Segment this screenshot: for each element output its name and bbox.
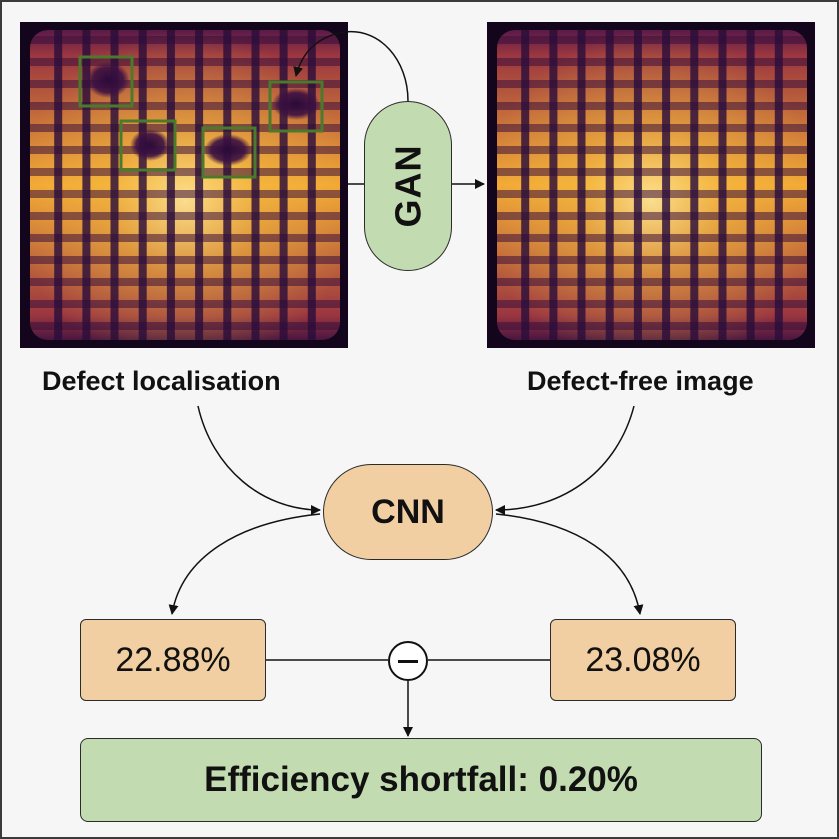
busbar-line <box>223 30 232 340</box>
caption-defect-free-image: Defect-free image <box>527 366 754 396</box>
connector-arrow <box>495 405 635 515</box>
busbar-line <box>166 30 175 340</box>
busbar-line <box>521 30 530 340</box>
cnn-node: CNN <box>323 464 493 560</box>
defect-box <box>201 126 257 179</box>
busbar-line <box>195 30 204 340</box>
connector-arrow <box>495 513 644 615</box>
defect-box <box>119 119 177 172</box>
minus-icon <box>388 641 428 681</box>
busbar-line <box>307 30 316 340</box>
caption-defect-localisation: Defect localisation <box>42 366 281 396</box>
connector-arrow <box>197 405 321 515</box>
busbar-line <box>549 30 558 340</box>
busbar-line <box>774 30 783 340</box>
efficiency-value-defect: 22.88% <box>80 619 266 701</box>
connector-arrow <box>168 513 321 615</box>
gan-label: GAN <box>387 144 428 228</box>
efficiency-shortfall-result: Efficiency shortfall: 0.20% <box>80 738 762 822</box>
busbar-line <box>746 30 755 340</box>
busbar-line <box>82 30 91 340</box>
busbar-line <box>690 30 699 340</box>
busbar-line <box>605 30 614 340</box>
defect-box <box>268 80 324 133</box>
defect-box <box>78 55 134 108</box>
busbar-line <box>633 30 642 340</box>
busbar-line <box>251 30 260 340</box>
busbar-line <box>718 30 727 340</box>
busbar-line <box>54 30 63 340</box>
defect-localisation-image <box>20 22 348 348</box>
feedback-arrow <box>293 31 409 102</box>
efficiency-value-defect-free: 23.08% <box>550 619 736 701</box>
defect-free-image <box>487 22 815 348</box>
busbar-line <box>110 30 119 340</box>
gan-node: GAN <box>364 101 452 271</box>
busbar-line <box>138 30 147 340</box>
busbar-line <box>662 30 671 340</box>
busbar-line <box>279 30 288 340</box>
busbar-line <box>577 30 586 340</box>
